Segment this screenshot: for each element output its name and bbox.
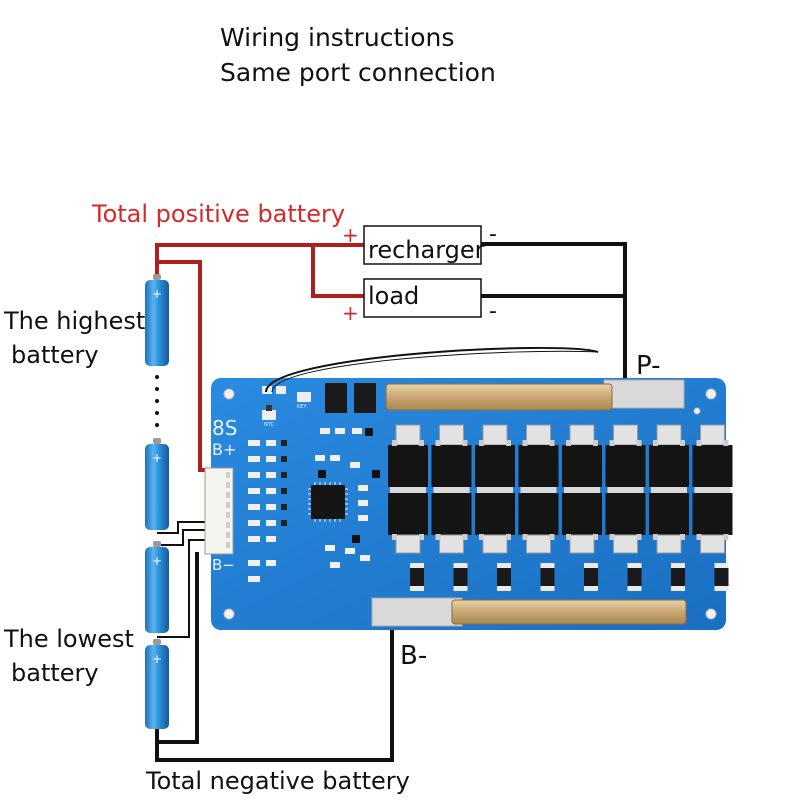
shunt-resistors xyxy=(410,563,729,591)
ntc-thermistor-wire xyxy=(265,346,599,393)
p-minus-pad xyxy=(603,379,685,409)
balance-wires xyxy=(157,521,207,638)
recharger-label: recharger xyxy=(368,236,485,264)
header-subtitle: Same port connection xyxy=(220,58,496,87)
lowest-battery-label-2: battery xyxy=(11,659,99,687)
mosfet-column xyxy=(649,424,689,554)
highest-battery-label-2: battery xyxy=(11,341,99,369)
mosfet-array xyxy=(388,424,733,554)
negative-wires xyxy=(155,242,627,762)
shunt-resistor xyxy=(714,563,729,591)
shunt-resistor xyxy=(453,563,468,591)
recharger-box: recharger xyxy=(363,225,485,265)
positive-wire-main xyxy=(155,243,364,282)
balance-connector xyxy=(204,467,234,555)
svg-text:+: + xyxy=(152,652,162,666)
battery-stack: + + + + xyxy=(145,274,169,729)
positive-wires xyxy=(155,243,364,472)
positive-wire-bplus xyxy=(157,260,207,472)
negative-wire-lowest xyxy=(157,552,199,744)
p-minus-label: P- xyxy=(636,351,661,381)
recharger-minus: - xyxy=(489,222,497,247)
load-minus: - xyxy=(489,299,497,324)
header-title: Wiring instructions xyxy=(220,23,454,52)
mosfet-column xyxy=(692,424,733,554)
shunt-resistor xyxy=(540,563,555,591)
ntc-label: NTC xyxy=(264,422,275,428)
mosfet-column xyxy=(605,424,646,554)
battery-dots xyxy=(155,375,159,427)
load-label: load xyxy=(368,282,419,310)
battery-cell: + xyxy=(145,541,169,633)
negative-wire-bminus xyxy=(155,625,394,762)
controller-ic xyxy=(308,482,348,522)
series-label: 8S xyxy=(212,416,237,440)
mosfet-column xyxy=(431,424,472,554)
shunt-resistor xyxy=(671,563,685,591)
mosfet-column xyxy=(562,424,602,554)
key-label: KEY xyxy=(297,404,307,410)
load-plus: + xyxy=(342,301,359,325)
top-copper-bar xyxy=(385,383,613,411)
shunt-resistor xyxy=(584,563,598,591)
battery-cell: + xyxy=(145,438,169,530)
shunt-resistor xyxy=(627,563,642,591)
bms-board: NTC KEY 8S B+ B− xyxy=(204,346,733,630)
battery-cell: + xyxy=(145,274,169,366)
shunt-resistor xyxy=(497,563,511,591)
b-minus-silk-label: B− xyxy=(212,556,235,574)
b-minus-pad xyxy=(371,597,463,627)
load-box: load xyxy=(363,278,482,318)
negative-wire-recharger xyxy=(481,242,627,382)
b-minus-label: B- xyxy=(400,641,427,671)
b-plus-label: B+ xyxy=(212,440,236,459)
mosfet-column xyxy=(388,424,428,554)
mosfet-column xyxy=(475,424,515,554)
total-positive-label: Total positive battery xyxy=(91,200,345,228)
highest-battery-label-1: The highest xyxy=(3,307,145,335)
lowest-battery-label-1: The lowest xyxy=(3,625,134,653)
total-negative-label: Total negative battery xyxy=(145,767,410,795)
shunt-resistor xyxy=(410,563,424,591)
battery-cell: + xyxy=(145,639,169,729)
recharger-plus: + xyxy=(342,223,359,247)
svg-text:+: + xyxy=(152,451,162,465)
svg-text:+: + xyxy=(152,554,162,568)
positive-wire-load xyxy=(311,245,364,298)
svg-text:+: + xyxy=(152,287,162,301)
mosfet-column xyxy=(518,424,559,554)
bottom-copper-bar xyxy=(451,599,687,625)
